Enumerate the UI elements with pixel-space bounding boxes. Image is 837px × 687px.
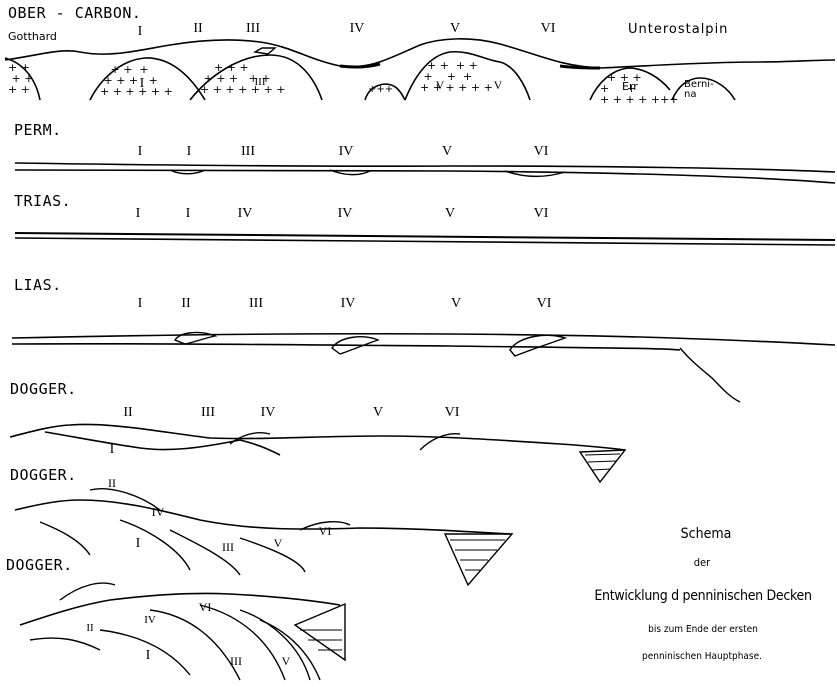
nappe-numeral: IV: [338, 206, 353, 222]
nappe-numeral: II: [193, 21, 202, 37]
perm-line-b: [15, 170, 835, 183]
nappe-numeral: VI: [537, 296, 552, 312]
nappe-numeral: IV: [144, 614, 156, 626]
nappe-numeral: II: [123, 405, 132, 421]
place-unterostalpin: Unterostalpin: [628, 22, 728, 37]
granite-pattern: +++: [368, 84, 393, 95]
nappe-numeral: VI: [445, 405, 460, 421]
caption-line-3: Entwicklung d penninischen Decken: [594, 588, 811, 604]
nappe-numeral: IV: [339, 144, 354, 160]
nappe-numeral: I: [186, 206, 191, 222]
nappe-numeral: III: [222, 540, 234, 555]
nappe-numeral: V: [274, 536, 283, 551]
stage-label-dogger-1: DOGGER.: [10, 380, 77, 398]
caption-line-5: penninischen Hauptphase.: [642, 651, 762, 662]
stage-label-trias: TRIAS.: [14, 192, 71, 210]
dogger3-upper: [20, 593, 340, 625]
nappe-numeral: III: [201, 405, 215, 421]
nappe-numeral: IV: [238, 206, 253, 222]
nappe-numeral: IV: [341, 296, 356, 312]
nappe-numeral: III: [249, 296, 263, 312]
granite-pattern: + + + + + + + + + +++: [600, 72, 679, 105]
nappe-numeral: I: [138, 24, 143, 40]
nappe-numeral: IV: [350, 21, 365, 37]
stage-label-perm: PERM.: [14, 121, 62, 139]
caption-line-4: bis zum Ende der ersten: [648, 624, 758, 635]
granite-pattern: + + + + + + + + + + + + +: [100, 64, 173, 97]
nappe-numeral: III: [241, 144, 255, 160]
stage-label-dogger-3: DOGGER.: [6, 556, 73, 574]
nappe-numeral: I: [146, 648, 151, 664]
nappe-numeral: V: [442, 144, 452, 160]
nappe-numeral: I: [187, 144, 192, 160]
place-gotthard: Gotthard: [8, 30, 57, 43]
nappe-numeral: V: [373, 405, 383, 421]
granite-pattern: + + + + + + + + + + + + + + +: [200, 62, 286, 95]
nappe-numeral: I: [138, 144, 143, 160]
nappe-numeral: IV: [152, 505, 165, 520]
nappe-numeral: VI: [199, 600, 212, 615]
dogger2-upper: [15, 500, 510, 534]
nappe-numeral: V: [282, 654, 291, 669]
nappe-numeral: VI: [319, 524, 332, 539]
nappe-numeral: V: [445, 206, 455, 222]
place-bernina: Berni- na: [684, 80, 714, 100]
lias-line-b: [12, 344, 680, 350]
nappe-numeral: II: [181, 296, 190, 312]
nappe-numeral: II: [86, 622, 93, 634]
caption-line-1: Schema: [681, 526, 732, 542]
nappe-numeral: II: [108, 476, 116, 491]
stage-label-dogger-2: DOGGER.: [10, 466, 77, 484]
nappe-numeral: I: [138, 296, 143, 312]
nappe-numeral: III: [230, 654, 242, 669]
nappe-numeral: V: [450, 21, 460, 37]
stage-label-ober-carbon: OBER - CARBON.: [8, 4, 141, 22]
dogger1-upper: [10, 424, 625, 450]
caption-line-2: der: [694, 556, 710, 569]
nappe-numeral: V: [451, 296, 461, 312]
nappe-numeral: VI: [534, 206, 549, 222]
massif-numeral: V: [494, 78, 503, 93]
nappe-numeral: VI: [541, 21, 556, 37]
nappe-numeral: I: [136, 206, 141, 222]
granite-pattern: + + + + + +: [8, 62, 33, 95]
granite-pattern: + + + + + + + + + + + + +: [420, 60, 493, 93]
nappe-numeral: III: [246, 21, 260, 37]
nappe-numeral: IV: [261, 405, 276, 421]
nappe-numeral: I: [136, 536, 141, 552]
nappe-numeral: I: [110, 442, 115, 458]
stage-label-lias: LIAS.: [14, 276, 62, 294]
nappe-numeral: VI: [534, 144, 549, 160]
